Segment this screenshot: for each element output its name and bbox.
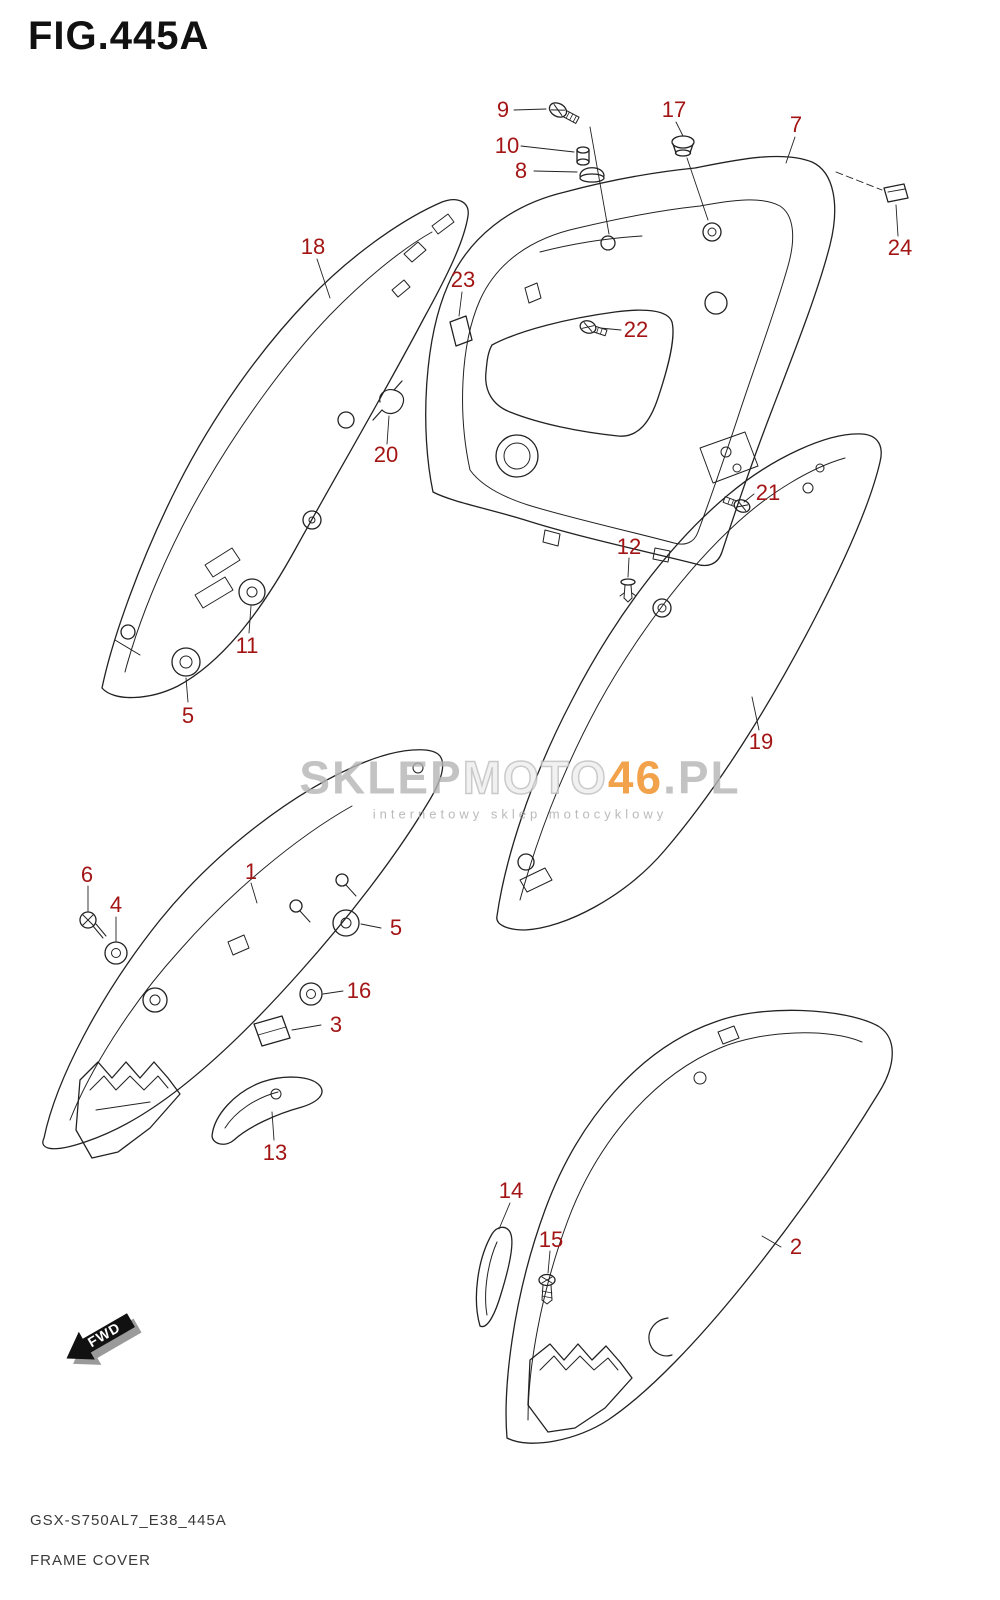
part-label-1: 1	[244, 859, 258, 884]
strip-part-14	[475, 1226, 513, 1328]
part-label-11: 11	[235, 633, 259, 658]
cushion-part-23	[449, 315, 473, 347]
part-label-5: 5	[181, 703, 195, 728]
part-label-16: 16	[346, 978, 372, 1003]
side-cover-part-2	[505, 1009, 893, 1444]
grommet-part-4	[104, 941, 128, 965]
cap-part-17	[671, 135, 695, 157]
tail-cover-part-7	[425, 155, 836, 567]
part-label-12: 12	[616, 534, 642, 559]
part-label-6: 6	[80, 862, 94, 887]
footer-figure-name: FRAME COVER	[30, 1552, 152, 1569]
side-cover-part-19	[496, 433, 882, 931]
part-label-24: 24	[887, 235, 913, 260]
part-label-3: 3	[329, 1012, 343, 1037]
screw-part-15	[538, 1273, 556, 1305]
spacer-part-10	[576, 146, 590, 166]
bolt-part-6	[79, 911, 107, 939]
rivet-part-12	[619, 578, 637, 603]
part-label-8: 8	[514, 158, 528, 183]
side-cover-part-18	[101, 199, 469, 699]
part-label-21: 21	[755, 480, 781, 505]
grommet-part-16	[299, 982, 323, 1006]
part-label-4: 4	[109, 892, 123, 917]
part-label-7: 7	[789, 112, 803, 137]
part-label-17: 17	[661, 97, 687, 122]
clip-part-24	[883, 183, 909, 203]
footer-model-code: GSX-S750AL7_E38_445A	[30, 1512, 227, 1529]
grommet-part-8	[579, 167, 605, 183]
part-label-23: 23	[450, 267, 476, 292]
cushion-part-3	[253, 1015, 291, 1047]
part-label-18: 18	[300, 234, 326, 259]
grommet-part-11	[238, 578, 266, 606]
grommet-part-5-right	[332, 909, 360, 937]
screw-part-9	[548, 102, 580, 124]
grommet-part-5-left	[171, 647, 201, 677]
part-label-2: 2	[789, 1234, 803, 1259]
part-label-22: 22	[623, 317, 649, 342]
side-cover-part-1	[42, 749, 444, 1159]
figure-title: FIG.445A	[28, 14, 210, 58]
screw-part-21	[722, 496, 751, 513]
fwd-arrow: FWD	[66, 1313, 142, 1365]
part-label-10: 10	[494, 133, 520, 158]
bracket-part-13	[211, 1076, 323, 1145]
part-label-19: 19	[748, 729, 774, 754]
part-label-5: 5	[389, 915, 403, 940]
part-label-9: 9	[496, 97, 510, 122]
clip-part-20	[372, 380, 405, 421]
part-label-13: 13	[262, 1140, 288, 1165]
leader-lines	[87, 108, 899, 1274]
part-label-15: 15	[538, 1227, 564, 1252]
part-label-20: 20	[373, 442, 399, 467]
part-label-14: 14	[498, 1178, 524, 1203]
